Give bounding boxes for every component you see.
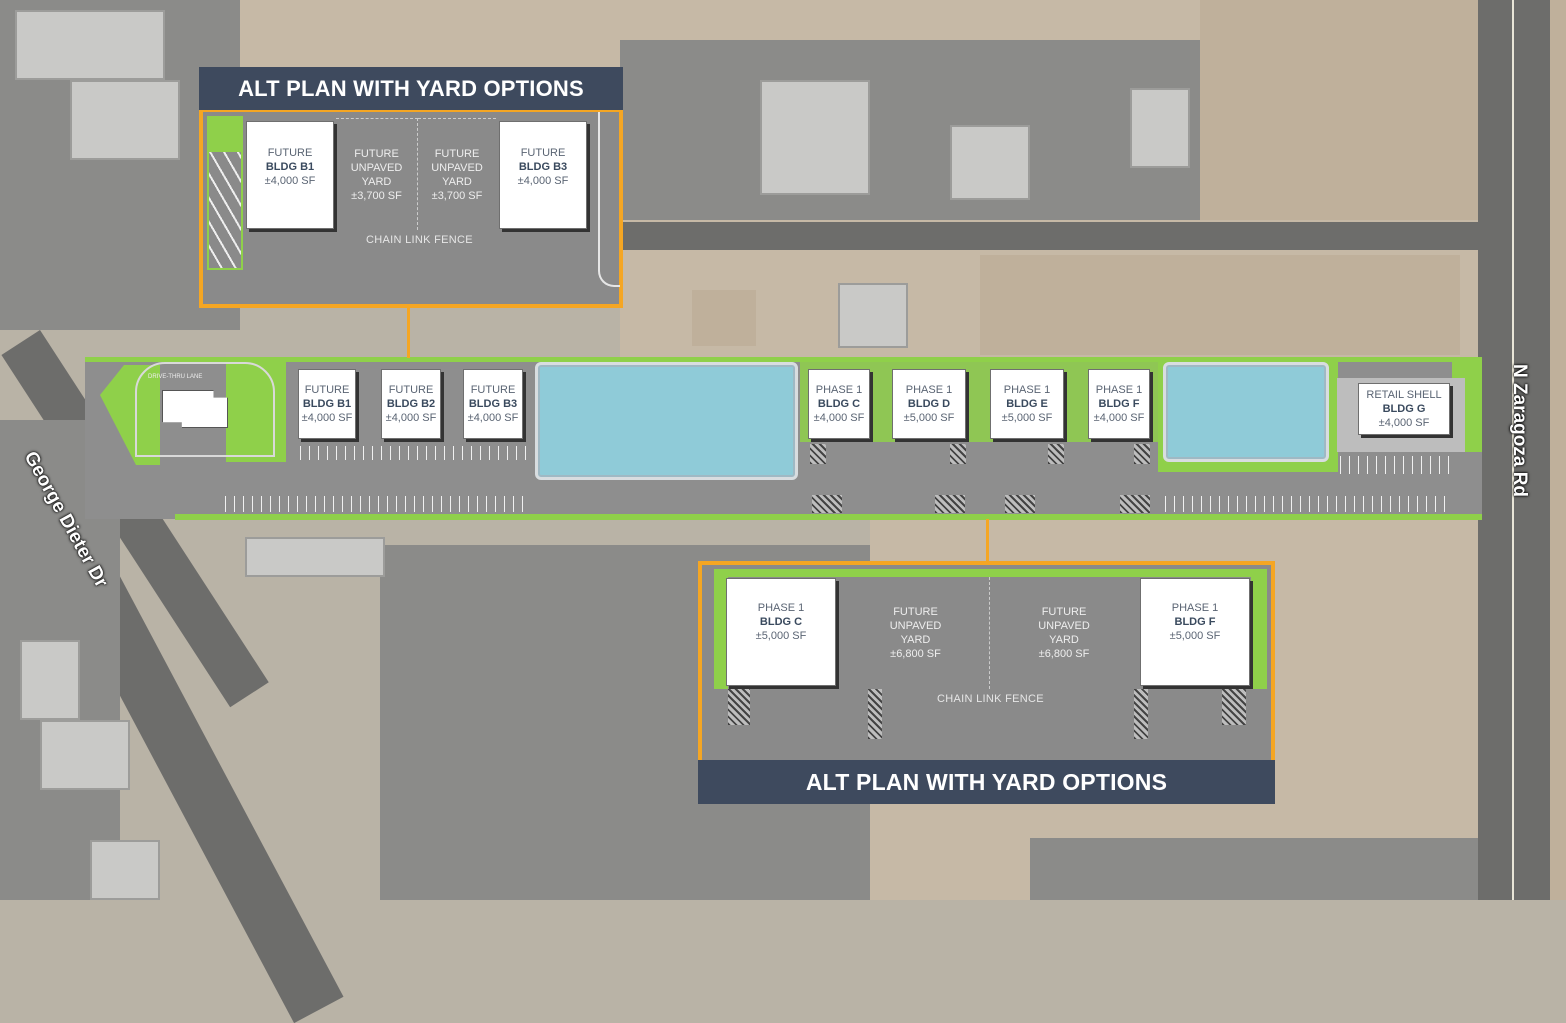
loading-zone-2 [935,495,965,513]
landscape-strip-bottom [175,514,1482,520]
inset-bottom-dock-3 [1134,689,1148,739]
loading-zone-1 [812,495,842,513]
inset-bottom-landscape-left [714,571,728,689]
inset-bottom-dock-4 [1222,689,1246,725]
inset-bottom-landscape-top [714,569,1267,577]
loading-dock-c [810,444,826,464]
parking-row-3 [1340,456,1455,474]
parking-row-4 [300,446,530,460]
connector-line-top [407,306,410,358]
parking-row-2 [1165,496,1450,512]
drive-thru-pad [135,362,275,457]
landscape-strip-top [85,357,1482,362]
loading-dock-e [1048,444,1064,464]
loading-zone-4 [1120,495,1150,513]
drive-thru-label: DRIVE-THRU LANE [148,374,203,380]
inset-top-fence-label: CHAIN LINK FENCE [366,234,473,246]
inset-top-title: ALT PLAN WITH YARD OPTIONS [199,67,623,110]
inset-top-drive [598,112,620,287]
loading-dock-d [950,444,966,464]
inset-top-stalls [209,152,241,268]
loading-dock-f [1134,444,1150,464]
inset-bottom-dock-1 [728,689,750,725]
loading-zone-3 [1005,495,1035,513]
parking-row-1 [225,496,530,512]
retention-pond-east [1163,362,1329,462]
inset-bottom-fence-label: CHAIN LINK FENCE [937,693,1044,705]
road-label-east: N Zaragoza Rd [1509,364,1530,498]
inset-bottom-title: ALT PLAN WITH YARD OPTIONS [698,760,1275,804]
connector-line-bottom [986,519,989,563]
inset-bottom-dock-2 [868,689,882,739]
retention-pond-west [535,362,798,480]
inset-bottom-landscape-right [1251,571,1267,689]
